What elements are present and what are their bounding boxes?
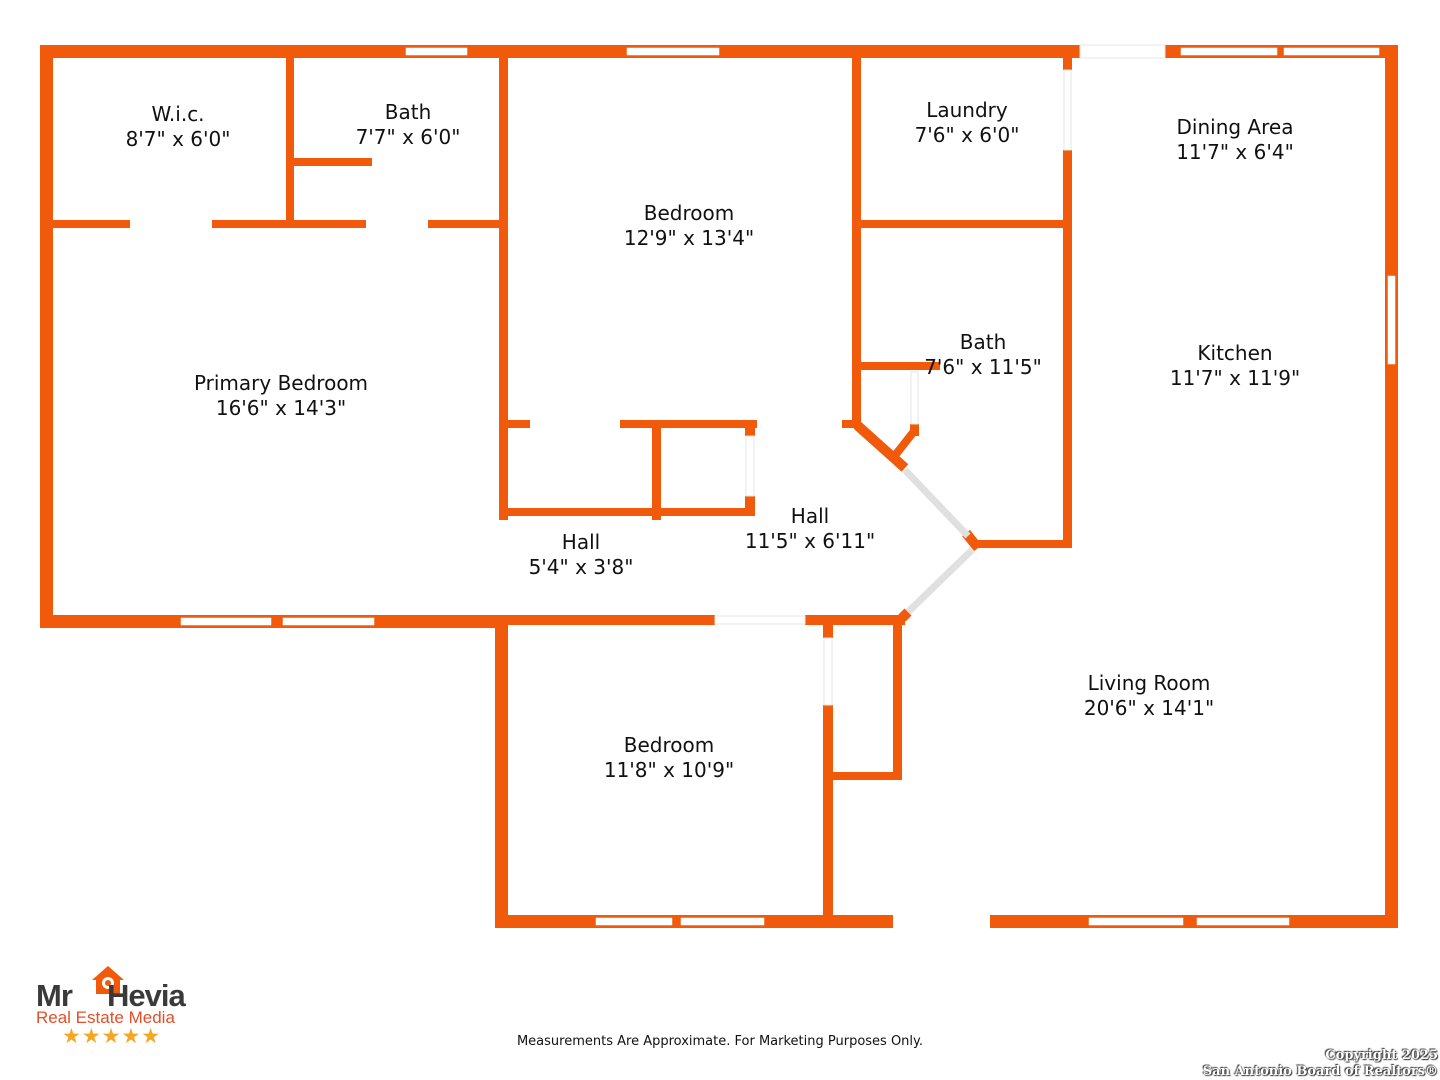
- company-logo: Mr Hevia Real Estate Media ★★★★★: [34, 964, 199, 1049]
- logo-tagline: Real Estate Media: [36, 1008, 175, 1027]
- room-name: Kitchen: [1197, 341, 1272, 365]
- room-name: Laundry: [926, 98, 1008, 122]
- disclaimer: Measurements Are Approximate. For Market…: [516, 1034, 924, 1049]
- walls: [40, 45, 1398, 928]
- logo-brand-right: Hevia: [107, 978, 186, 1013]
- room-name: Dining Area: [1177, 115, 1294, 139]
- room-size: 11'7" x 6'4": [1176, 140, 1294, 164]
- windows-doors: [179, 44, 1397, 927]
- room-size: 7'6" x 6'0": [915, 123, 1020, 147]
- copyright: Copyright 2025 San Antonio Board of Real…: [1203, 1048, 1438, 1080]
- room-size: 5'4" x 3'8": [529, 555, 634, 579]
- room-size: 11'5" x 6'11": [745, 529, 875, 553]
- room-labels: W.i.c. 8'7" x 6'0" Bath 7'7" x 6'0" Bedr…: [126, 98, 1301, 782]
- copyright-line2: San Antonio Board of Realtors®: [1202, 1064, 1438, 1079]
- room-size: 7'6" x 11'5": [924, 355, 1042, 379]
- room-size: 11'7" x 11'9": [1170, 366, 1300, 390]
- room-name: Hall: [791, 504, 829, 528]
- room-name: Primary Bedroom: [194, 371, 368, 395]
- room-name: Bath: [385, 100, 432, 124]
- room-name: Living Room: [1088, 671, 1211, 695]
- logo-brand-left: Mr: [36, 978, 73, 1013]
- room-name: Bedroom: [644, 201, 734, 225]
- room-name: W.i.c.: [151, 102, 204, 126]
- room-size: 12'9" x 13'4": [624, 226, 754, 250]
- room-name: Hall: [562, 530, 600, 554]
- house-camera-icon: [92, 966, 124, 994]
- room-size: 20'6" x 14'1": [1084, 696, 1214, 720]
- room-name: Bath: [960, 330, 1007, 354]
- room-name: Bedroom: [624, 733, 714, 757]
- room-size: 7'7" x 6'0": [356, 125, 461, 149]
- rating-stars-icon: ★★★★★: [62, 1024, 162, 1048]
- room-size: 11'8" x 10'9": [604, 758, 734, 782]
- copyright-line1: Copyright 2025: [1325, 1048, 1438, 1063]
- room-size: 16'6" x 14'3": [216, 396, 346, 420]
- room-size: 8'7" x 6'0": [126, 127, 231, 151]
